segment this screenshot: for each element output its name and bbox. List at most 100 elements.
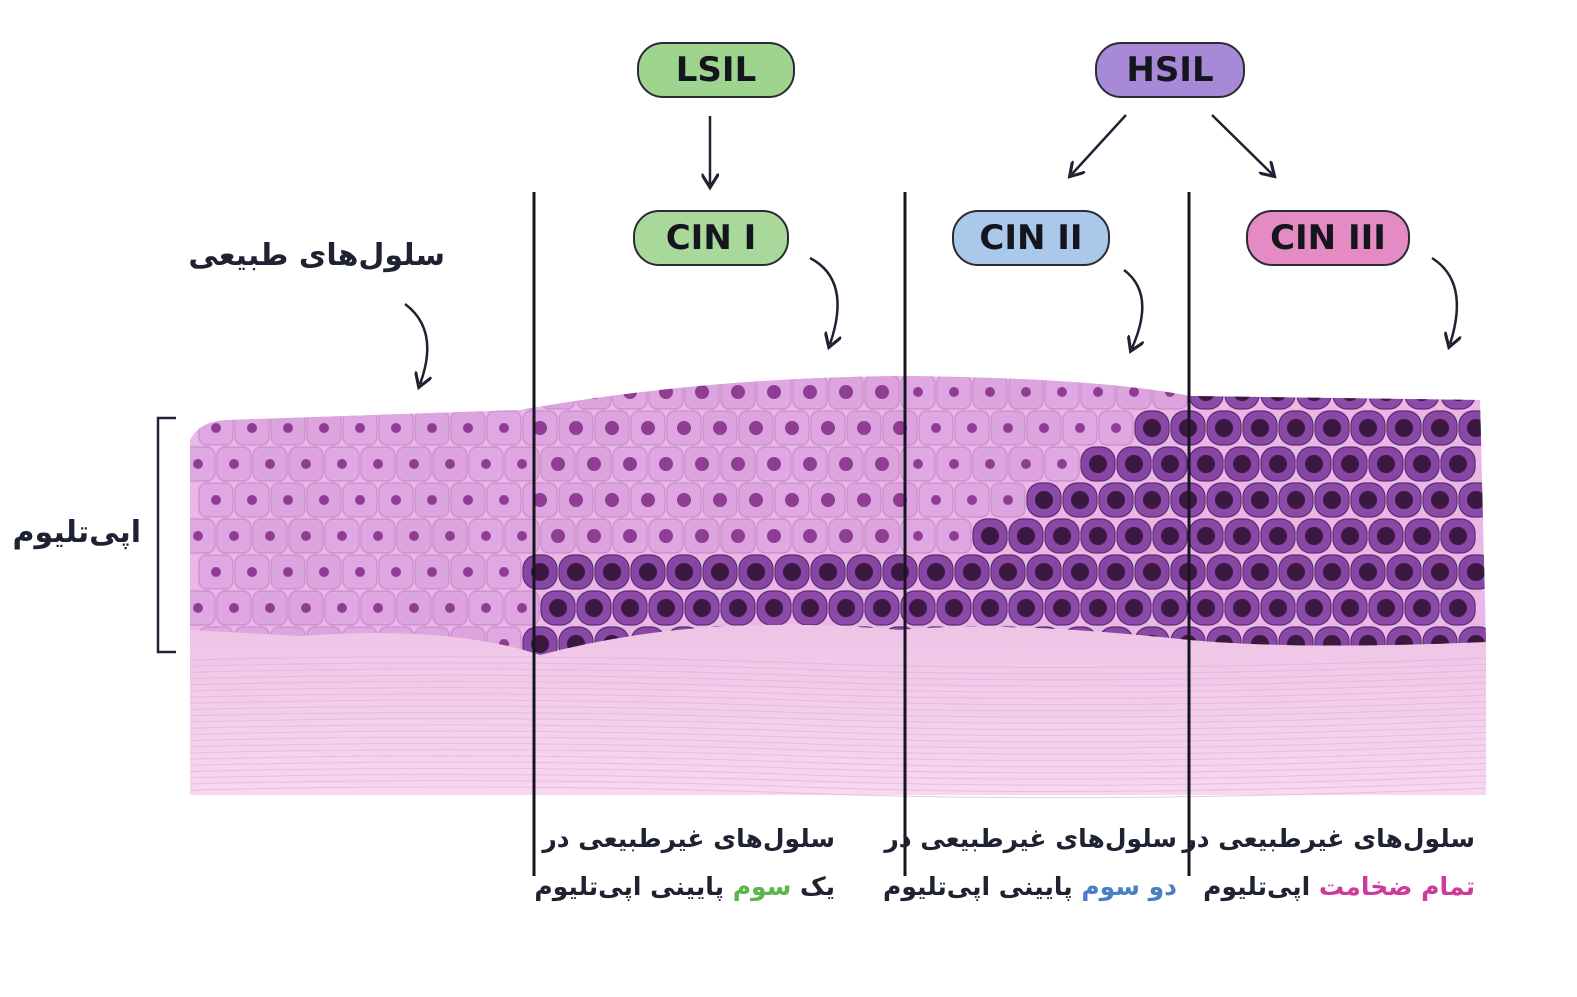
cell-nucleus bbox=[873, 599, 891, 617]
cell-nucleus bbox=[821, 421, 835, 435]
cell-nucleus bbox=[695, 529, 709, 543]
cell-nucleus bbox=[533, 421, 547, 435]
cell-nucleus bbox=[551, 385, 565, 399]
cell-nucleus bbox=[931, 423, 941, 433]
cell-nucleus bbox=[1003, 423, 1013, 433]
abnormal-cell bbox=[1404, 376, 1440, 410]
cell-nucleus bbox=[409, 531, 419, 541]
epithelium-bracket bbox=[156, 416, 176, 654]
cell-nucleus bbox=[927, 563, 945, 581]
cell-nucleus bbox=[1323, 491, 1341, 509]
cell-nucleus bbox=[373, 459, 383, 469]
cell-nucleus bbox=[1021, 459, 1031, 469]
cell-nucleus bbox=[499, 495, 509, 505]
cell-nucleus bbox=[1305, 527, 1323, 545]
cell-nucleus bbox=[1449, 599, 1467, 617]
cell-nucleus bbox=[605, 421, 619, 435]
cell-nucleus bbox=[913, 531, 923, 541]
cell-nucleus bbox=[1035, 563, 1053, 581]
cell-nucleus bbox=[1233, 383, 1251, 401]
cell-nucleus bbox=[659, 457, 673, 471]
normal-cell bbox=[1152, 376, 1188, 410]
cell-nucleus bbox=[1269, 455, 1287, 473]
cell-nucleus bbox=[1395, 419, 1413, 437]
cell-nucleus bbox=[821, 493, 835, 507]
normal-cell bbox=[324, 376, 360, 410]
cell-nucleus bbox=[1287, 563, 1305, 581]
cell-nucleus bbox=[875, 385, 889, 399]
cell-nucleus bbox=[1197, 599, 1215, 617]
cell-nucleus bbox=[337, 387, 347, 397]
cell-nucleus bbox=[193, 459, 203, 469]
cell-nucleus bbox=[1017, 599, 1035, 617]
normal-cell bbox=[360, 376, 396, 410]
cell-nucleus bbox=[621, 599, 639, 617]
cell-nucleus bbox=[981, 599, 999, 617]
cell-nucleus bbox=[409, 459, 419, 469]
cell-nucleus bbox=[913, 387, 923, 397]
cell-nucleus bbox=[677, 493, 691, 507]
cell-nucleus bbox=[481, 459, 491, 469]
cell-nucleus bbox=[1467, 491, 1485, 509]
cell-nucleus bbox=[391, 495, 401, 505]
cell-nucleus bbox=[875, 529, 889, 543]
cell-nucleus bbox=[569, 421, 583, 435]
lsil-badge: LSIL bbox=[637, 42, 795, 98]
abnormal-cell bbox=[1332, 376, 1368, 410]
cell-nucleus bbox=[623, 529, 637, 543]
cell-nucleus bbox=[1377, 455, 1395, 473]
cell-nucleus bbox=[855, 563, 873, 581]
cell-nucleus bbox=[783, 563, 801, 581]
cell-nucleus bbox=[445, 387, 455, 397]
cell-nucleus bbox=[711, 563, 729, 581]
cell-nucleus bbox=[963, 563, 981, 581]
cell-nucleus bbox=[445, 531, 455, 541]
cell-nucleus bbox=[659, 529, 673, 543]
cell-nucleus bbox=[839, 385, 853, 399]
normal-cell bbox=[612, 376, 648, 410]
cell-nucleus bbox=[713, 421, 727, 435]
cell-nucleus bbox=[585, 599, 603, 617]
cell-nucleus bbox=[1057, 459, 1067, 469]
cell-nucleus bbox=[1161, 455, 1179, 473]
cell-nucleus bbox=[1075, 423, 1085, 433]
cell-nucleus bbox=[695, 457, 709, 471]
cell-nucleus bbox=[247, 495, 257, 505]
cell-nucleus bbox=[337, 603, 347, 613]
cell-nucleus bbox=[837, 599, 855, 617]
cell-nucleus bbox=[301, 387, 311, 397]
normal-cell bbox=[540, 376, 576, 410]
cell-nucleus bbox=[1449, 383, 1467, 401]
cell-nucleus bbox=[355, 423, 365, 433]
cell-nucleus bbox=[229, 387, 239, 397]
epithelium-label: اپی‌تلیوم bbox=[12, 515, 141, 550]
cell-nucleus bbox=[1143, 563, 1161, 581]
cell-nucleus bbox=[1089, 455, 1107, 473]
cell-nucleus bbox=[803, 385, 817, 399]
cell-nucleus bbox=[675, 563, 693, 581]
cell-nucleus bbox=[981, 527, 999, 545]
cell-nucleus bbox=[913, 459, 923, 469]
cell-nucleus bbox=[659, 385, 673, 399]
cell-nucleus bbox=[517, 531, 527, 541]
cell-nucleus bbox=[409, 387, 419, 397]
cell-nucleus bbox=[1035, 491, 1053, 509]
cell-nucleus bbox=[623, 457, 637, 471]
cell-nucleus bbox=[1111, 423, 1121, 433]
cell-nucleus bbox=[193, 531, 203, 541]
cell-nucleus bbox=[1107, 491, 1125, 509]
cell-nucleus bbox=[1395, 563, 1413, 581]
cell-nucleus bbox=[445, 459, 455, 469]
cell-nucleus bbox=[1251, 563, 1269, 581]
cell-nucleus bbox=[283, 423, 293, 433]
normal-cell bbox=[396, 376, 432, 410]
cell-nucleus bbox=[1467, 419, 1485, 437]
cell-nucleus bbox=[427, 567, 437, 577]
cell-nucleus bbox=[1107, 563, 1125, 581]
cell-nucleus bbox=[731, 385, 745, 399]
abnormal-cell bbox=[1296, 376, 1332, 410]
cell-nucleus bbox=[909, 599, 927, 617]
cell-nucleus bbox=[355, 567, 365, 577]
cell-nucleus bbox=[1287, 419, 1305, 437]
cell-nucleus bbox=[463, 495, 473, 505]
